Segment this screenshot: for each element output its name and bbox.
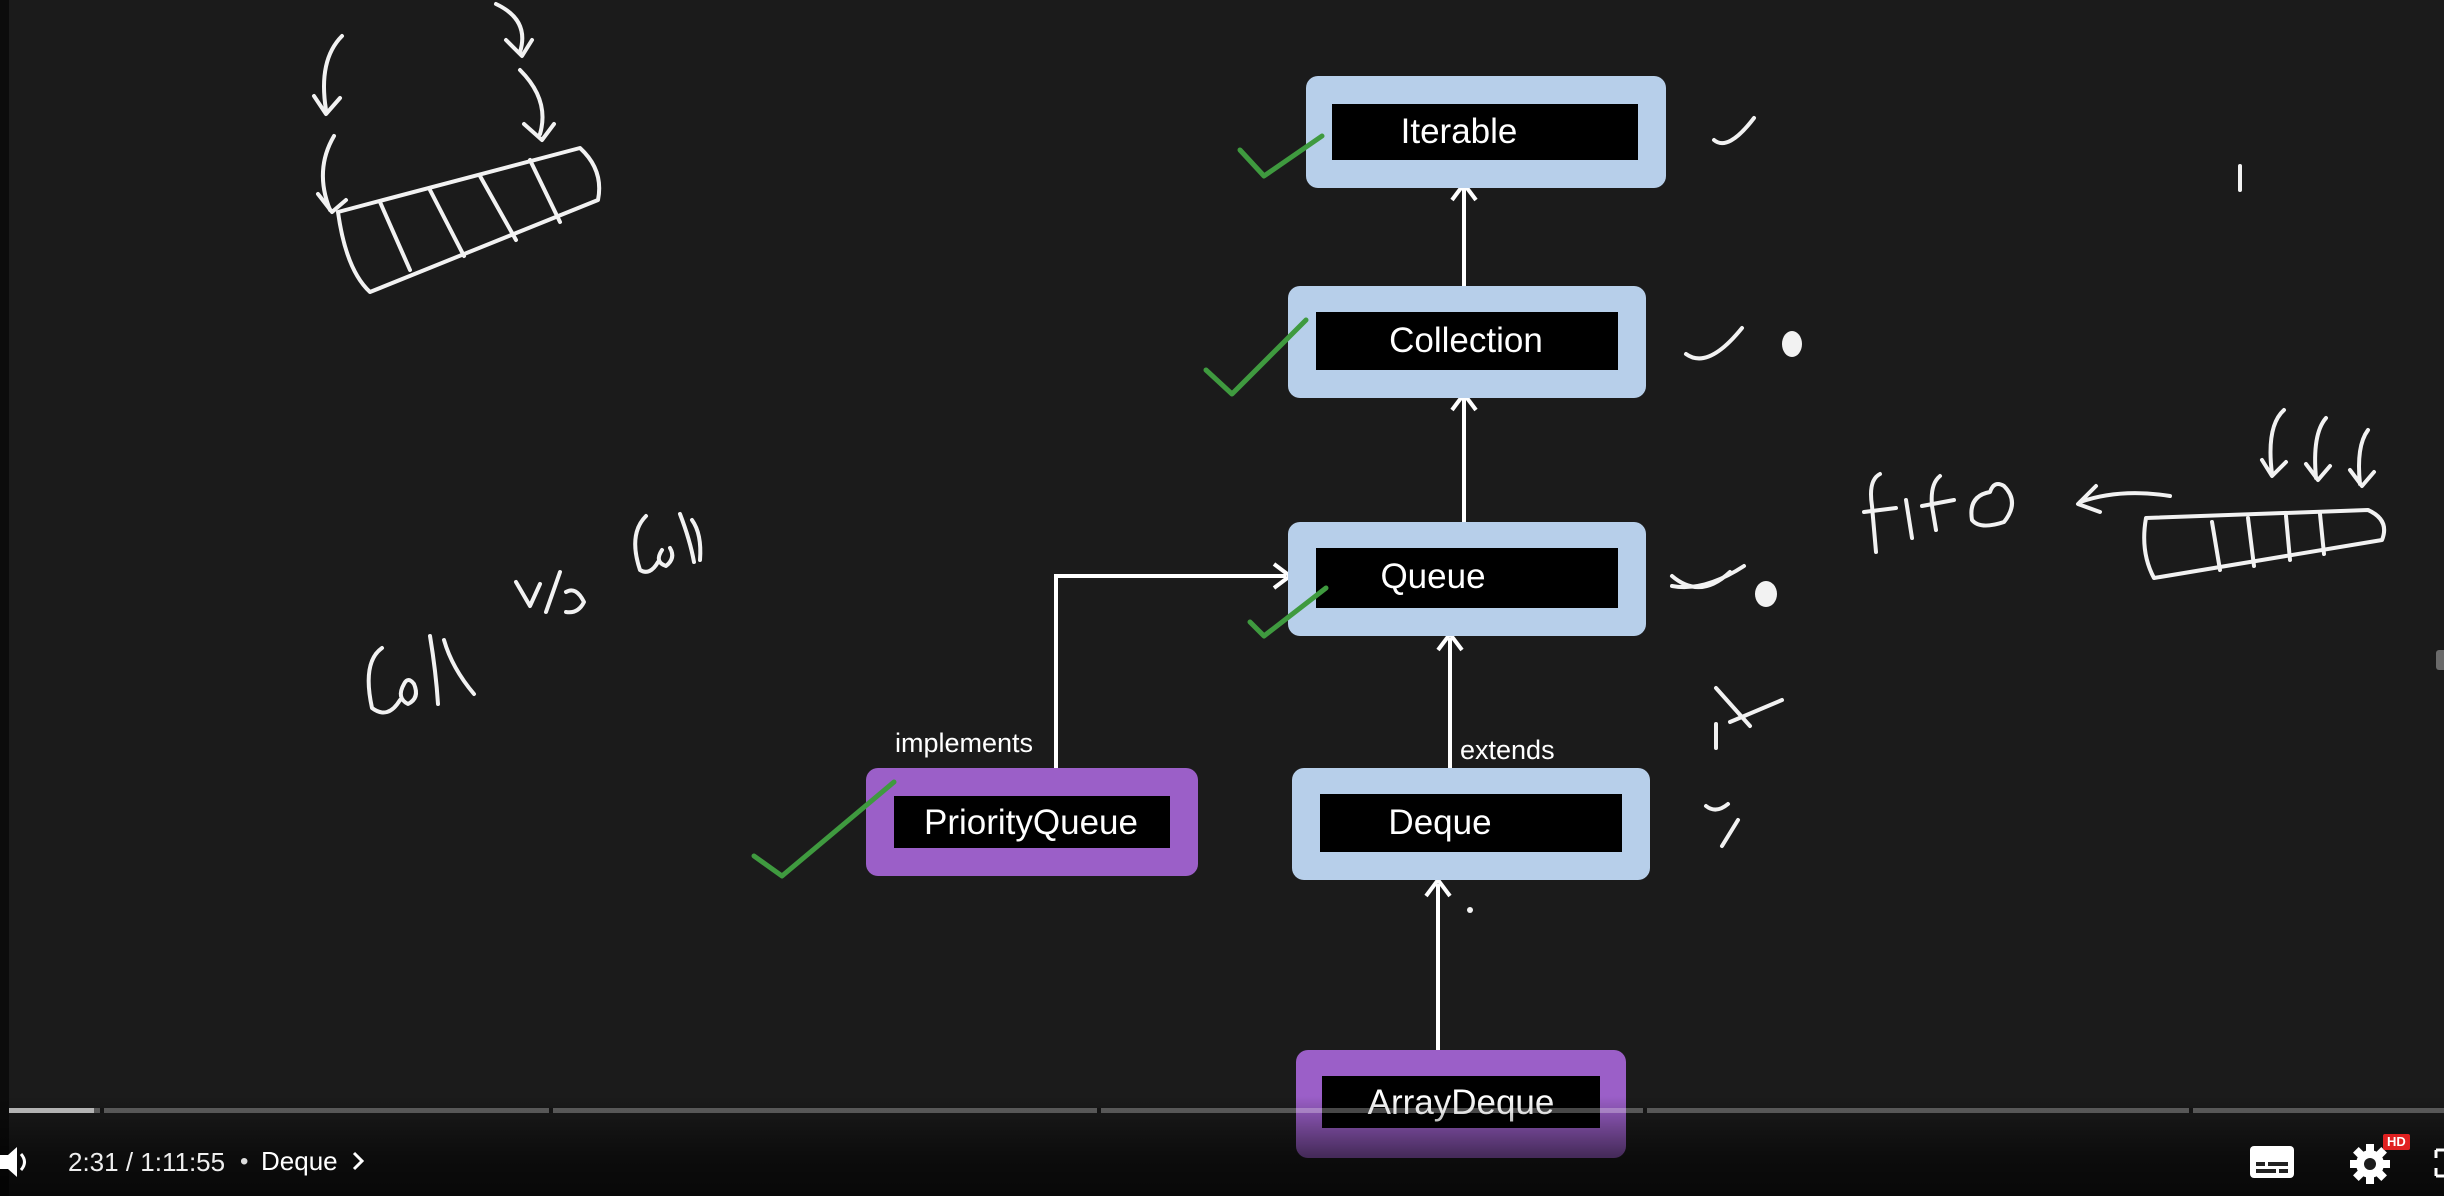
fullscreen-icon (2434, 1148, 2444, 1178)
percent-mark (1704, 802, 1740, 848)
chapter-title-button[interactable]: Deque (261, 1141, 365, 1181)
node-iterable-label: Iterable (1401, 112, 1518, 151)
subtitles-button[interactable] (2248, 1142, 2296, 1182)
volume-button[interactable] (0, 1142, 30, 1182)
gear-icon (2350, 1144, 2390, 1184)
tick-mark-3 (1670, 564, 1746, 590)
queue-sketch-right (2142, 408, 2387, 580)
check-priorityqueue-icon (751, 779, 897, 879)
plus-mark (1714, 686, 1784, 728)
dot-mark-1 (1782, 331, 1802, 357)
chapter-marker (2189, 1108, 2193, 1113)
chapter-marker (1643, 1108, 1647, 1113)
node-collection-label: Collection (1389, 321, 1543, 360)
dot-mark-3 (1467, 907, 1473, 913)
progress-bar[interactable] (9, 1108, 2444, 1113)
chevron-right-icon (351, 1143, 365, 1183)
node-priorityqueue-label: PriorityQueue (924, 803, 1138, 842)
player-controls (0, 1096, 2444, 1196)
extends-label: extends (1460, 735, 1555, 765)
node-deque: Deque (1292, 768, 1650, 880)
volume-icon (0, 1147, 26, 1177)
time-display: 2:31 / 1:11:55 (68, 1147, 226, 1177)
node-collection: Collection (1288, 286, 1646, 398)
node-deque-label: Deque (1388, 803, 1491, 842)
settings-button[interactable] (2344, 1134, 2406, 1186)
progress-fill (9, 1108, 95, 1113)
tick-mark-1 (1712, 116, 1756, 146)
diagram-connectors (1054, 180, 1478, 1050)
hd-badge: HD (2383, 1134, 2410, 1150)
node-queue: Queue (1288, 522, 1646, 636)
fifo-scribble (1862, 472, 2014, 554)
queue-sketch-topleft (312, 2, 602, 294)
chapter-marker (549, 1108, 553, 1113)
chapter-separator: • (240, 1148, 249, 1175)
chapter-title: Deque (261, 1146, 338, 1176)
fullscreen-button[interactable] (2432, 1146, 2444, 1180)
check-collection-icon (1203, 317, 1309, 397)
check-iterable-icon (1237, 133, 1325, 179)
chapter-marker (1097, 1108, 1101, 1113)
dot-mark-2 (1755, 581, 1777, 607)
chapter-marker (100, 1108, 104, 1113)
side-scroll-marker (2436, 650, 2444, 670)
player-left-edge (0, 0, 9, 1196)
implements-label: implements (895, 728, 1033, 758)
check-queue-icon (1247, 585, 1329, 639)
node-iterable: Iterable (1306, 76, 1666, 188)
node-queue-label: Queue (1380, 557, 1485, 596)
coll-vs-coll-scribble (366, 512, 703, 715)
node-priorityqueue: PriorityQueue (866, 768, 1198, 876)
fifo-arrow (2076, 484, 2172, 514)
tick-mark-2 (1684, 326, 1744, 361)
arrow-priorityqueue-to-queue (1054, 574, 1286, 770)
subtitles-icon (2250, 1146, 2294, 1178)
